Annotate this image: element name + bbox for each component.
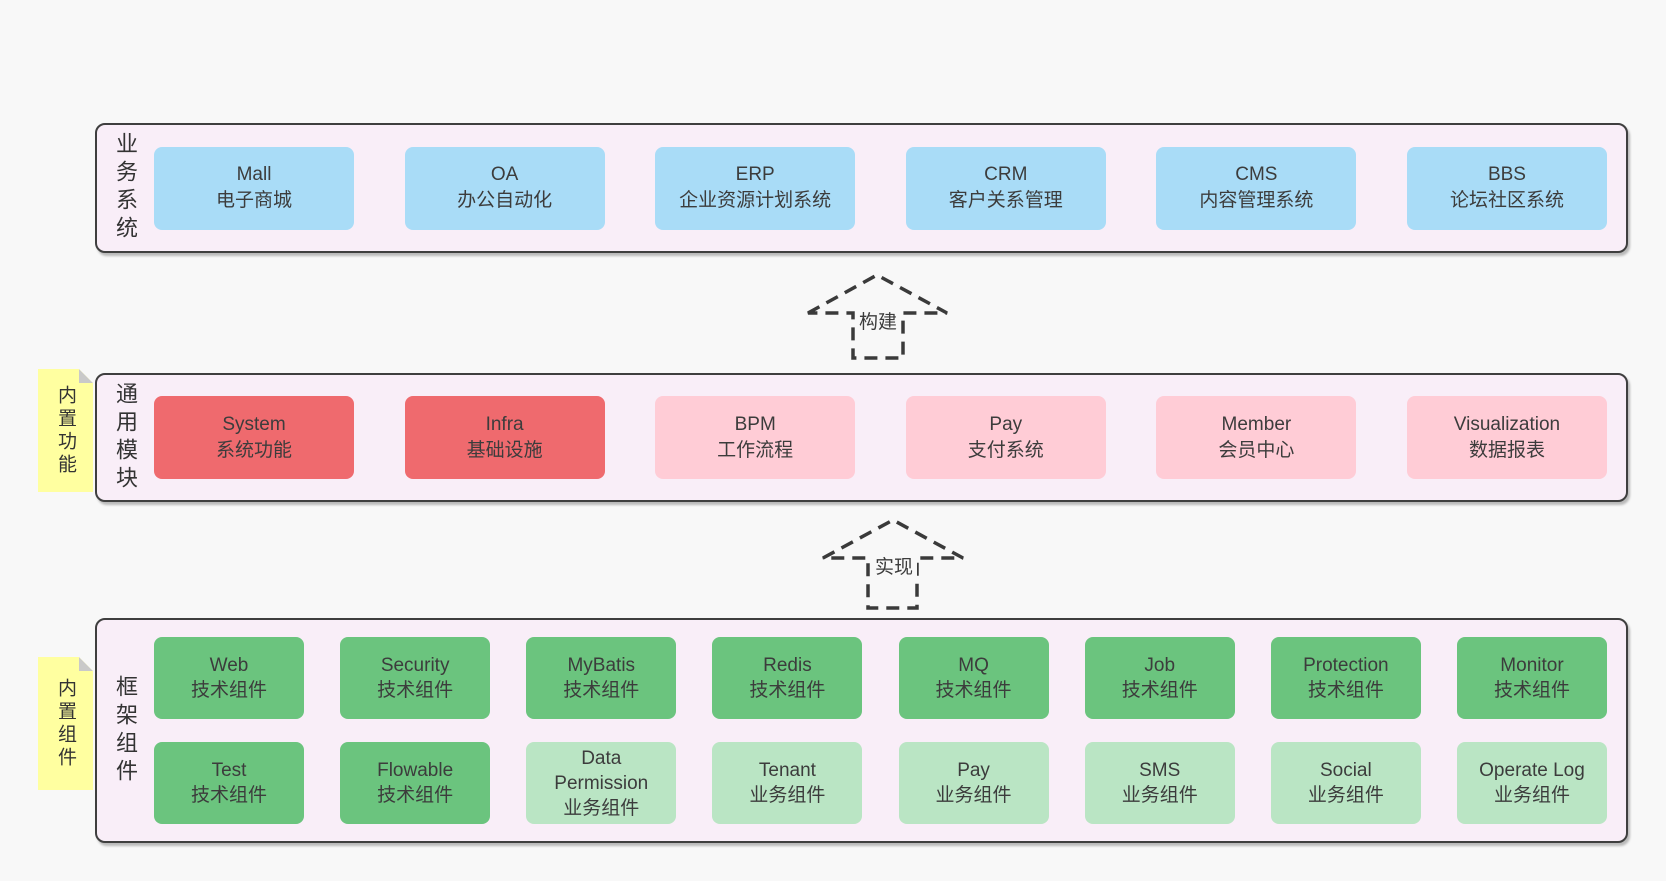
component-box-monitor: Monitor 技术组件 (1456, 637, 1607, 719)
note-built-in-features: 内置功能 (38, 369, 93, 492)
arrow-label-build: 构建 (855, 310, 902, 336)
component-box-sms: SMS 业务组件 (1084, 742, 1235, 824)
note-fold-corner-icon (79, 657, 93, 671)
system-box-cms: CMS 内容管理系统 (1156, 146, 1357, 230)
system-box-bbs: BBS 论坛社区系统 (1406, 146, 1607, 230)
component-box-redis: Redis 技术组件 (712, 637, 863, 719)
layer-framework-components: 框架组件 Web 技术组件 Security 技术组件 MyBatis 技术组件… (95, 618, 1628, 843)
component-box-protection: Protection 技术组件 (1270, 637, 1421, 719)
box-row: System 系统功能 Infra 基础设施 BPM 工作流程 Pay 支付系统… (154, 396, 1607, 479)
layer-label-common-modules: 通用模块 (113, 381, 138, 494)
system-box-mall: Mall 电子商城 (154, 146, 354, 230)
component-box-job: Job 技术组件 (1084, 637, 1235, 719)
framework-components-boxes: Web 技术组件 Security 技术组件 MyBatis 技术组件 Redi… (154, 620, 1607, 841)
layer-label-business-systems: 业务系统 (113, 132, 138, 244)
box-row: Web 技术组件 Security 技术组件 MyBatis 技术组件 Redi… (154, 637, 1607, 719)
layer-common-modules: 通用模块 System 系统功能 Infra 基础设施 BPM 工作流程 Pay (95, 373, 1628, 502)
component-box-security: Security 技术组件 (340, 637, 491, 719)
component-box-data-permission: Data Permission 业务组件 (526, 742, 677, 824)
common-modules-boxes: System 系统功能 Infra 基础设施 BPM 工作流程 Pay 支付系统… (154, 375, 1607, 500)
component-box-pay: Pay 业务组件 (898, 742, 1049, 824)
layer-label-framework-components: 框架组件 (113, 674, 138, 787)
box-row: Test 技术组件 Flowable 技术组件 Data Permission … (154, 742, 1607, 824)
module-box-bpm: BPM 工作流程 (655, 396, 856, 479)
note-built-in-components: 内置组件 (38, 657, 93, 790)
system-box-crm: CRM 客户关系管理 (905, 146, 1106, 230)
dashed-up-arrow-implement (822, 518, 964, 610)
business-systems-boxes: Mall 电子商城 OA 办公自动化 ERP 企业资源计划系统 CRM 客户关系… (154, 125, 1607, 251)
note-fold-corner-icon (79, 369, 93, 383)
component-box-tenant: Tenant 业务组件 (712, 742, 863, 824)
module-box-visualization: Visualization 数据报表 (1406, 396, 1607, 479)
module-box-system: System 系统功能 (154, 396, 354, 479)
dashed-up-arrow-build (807, 273, 948, 360)
component-box-test: Test 技术组件 (154, 742, 304, 824)
component-box-operate-log: Operate Log 业务组件 (1456, 742, 1607, 824)
system-box-erp: ERP 企业资源计划系统 (655, 146, 856, 230)
arrow-label-implement: 实现 (871, 555, 918, 581)
box-row: Mall 电子商城 OA 办公自动化 ERP 企业资源计划系统 CRM 客户关系… (154, 146, 1607, 230)
module-box-member: Member 会员中心 (1156, 396, 1357, 479)
component-box-mybatis: MyBatis 技术组件 (526, 637, 677, 719)
component-box-social: Social 业务组件 (1270, 742, 1421, 824)
module-box-pay: Pay 支付系统 (905, 396, 1106, 479)
layer-business-systems: 业务系统 Mall 电子商城 OA 办公自动化 ERP 企业资源计划系统 CRM (95, 123, 1628, 253)
component-box-web: Web 技术组件 (154, 637, 304, 719)
module-box-infra: Infra 基础设施 (404, 396, 605, 479)
system-box-oa: OA 办公自动化 (404, 146, 605, 230)
component-box-mq: MQ 技术组件 (898, 637, 1049, 719)
component-box-flowable: Flowable 技术组件 (340, 742, 491, 824)
